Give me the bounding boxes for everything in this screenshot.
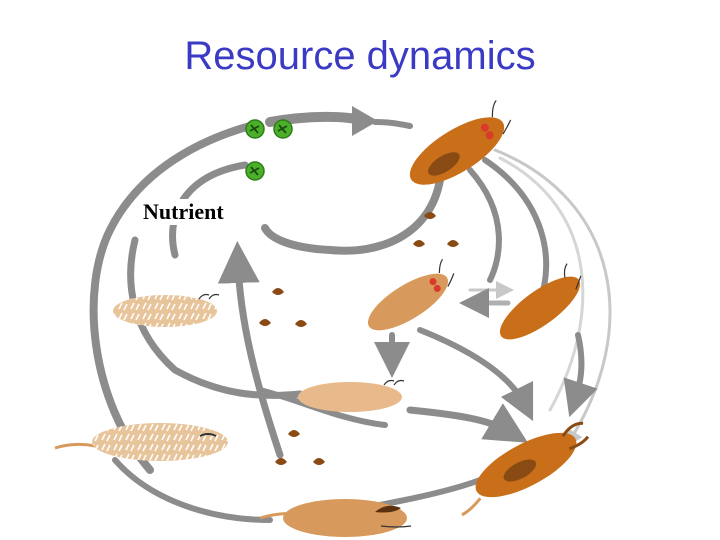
right-side-arrow-2	[467, 167, 502, 283]
adult-icon	[259, 499, 412, 537]
right-light-arrow-2	[498, 156, 585, 412]
bottom-to-adult-arrow	[406, 403, 529, 443]
food-pellet-icon	[275, 458, 287, 465]
food-pellet-icon	[447, 240, 459, 247]
middle-arc-arrow	[217, 241, 284, 459]
food-pellets	[259, 212, 459, 465]
larva-icon	[54, 423, 228, 461]
adult-icon	[367, 258, 455, 331]
larva-icon	[499, 263, 582, 340]
outer-loop-arrow	[89, 122, 254, 474]
food-pellet-icon	[295, 320, 307, 327]
larva-icon	[113, 293, 220, 327]
food-pellet-icon	[259, 319, 271, 326]
larva-to-adult-arrow	[417, 327, 534, 422]
nutrient-particle-icon	[273, 119, 293, 139]
adult-icon	[461, 421, 590, 517]
inner-loop-arrow	[261, 176, 444, 255]
food-pellet-icon	[413, 240, 425, 247]
lower-left-sweep	[112, 457, 273, 523]
food-pellet-icon	[313, 458, 325, 465]
flow-arrows	[89, 106, 612, 523]
right-side-arrow-1	[482, 157, 550, 303]
nutrient-particle-icon	[245, 161, 265, 181]
adult-icon	[409, 100, 512, 185]
nutrient-to-larva-arrow	[169, 161, 249, 259]
nutrient-label: Nutrient	[141, 199, 226, 225]
food-pellet-icon	[424, 212, 436, 219]
nutrient-particle-icon	[245, 119, 265, 139]
top-arrow-to-adult	[372, 119, 413, 129]
top-arrowhead	[352, 106, 378, 136]
food-pellet-icon	[272, 288, 284, 295]
right-larva-down-arrow	[563, 332, 598, 418]
food-pellet-icon	[288, 430, 300, 437]
slide-title: Resource dynamics	[184, 34, 536, 78]
larva-icon	[298, 379, 405, 412]
nutrient-particles	[245, 119, 293, 181]
